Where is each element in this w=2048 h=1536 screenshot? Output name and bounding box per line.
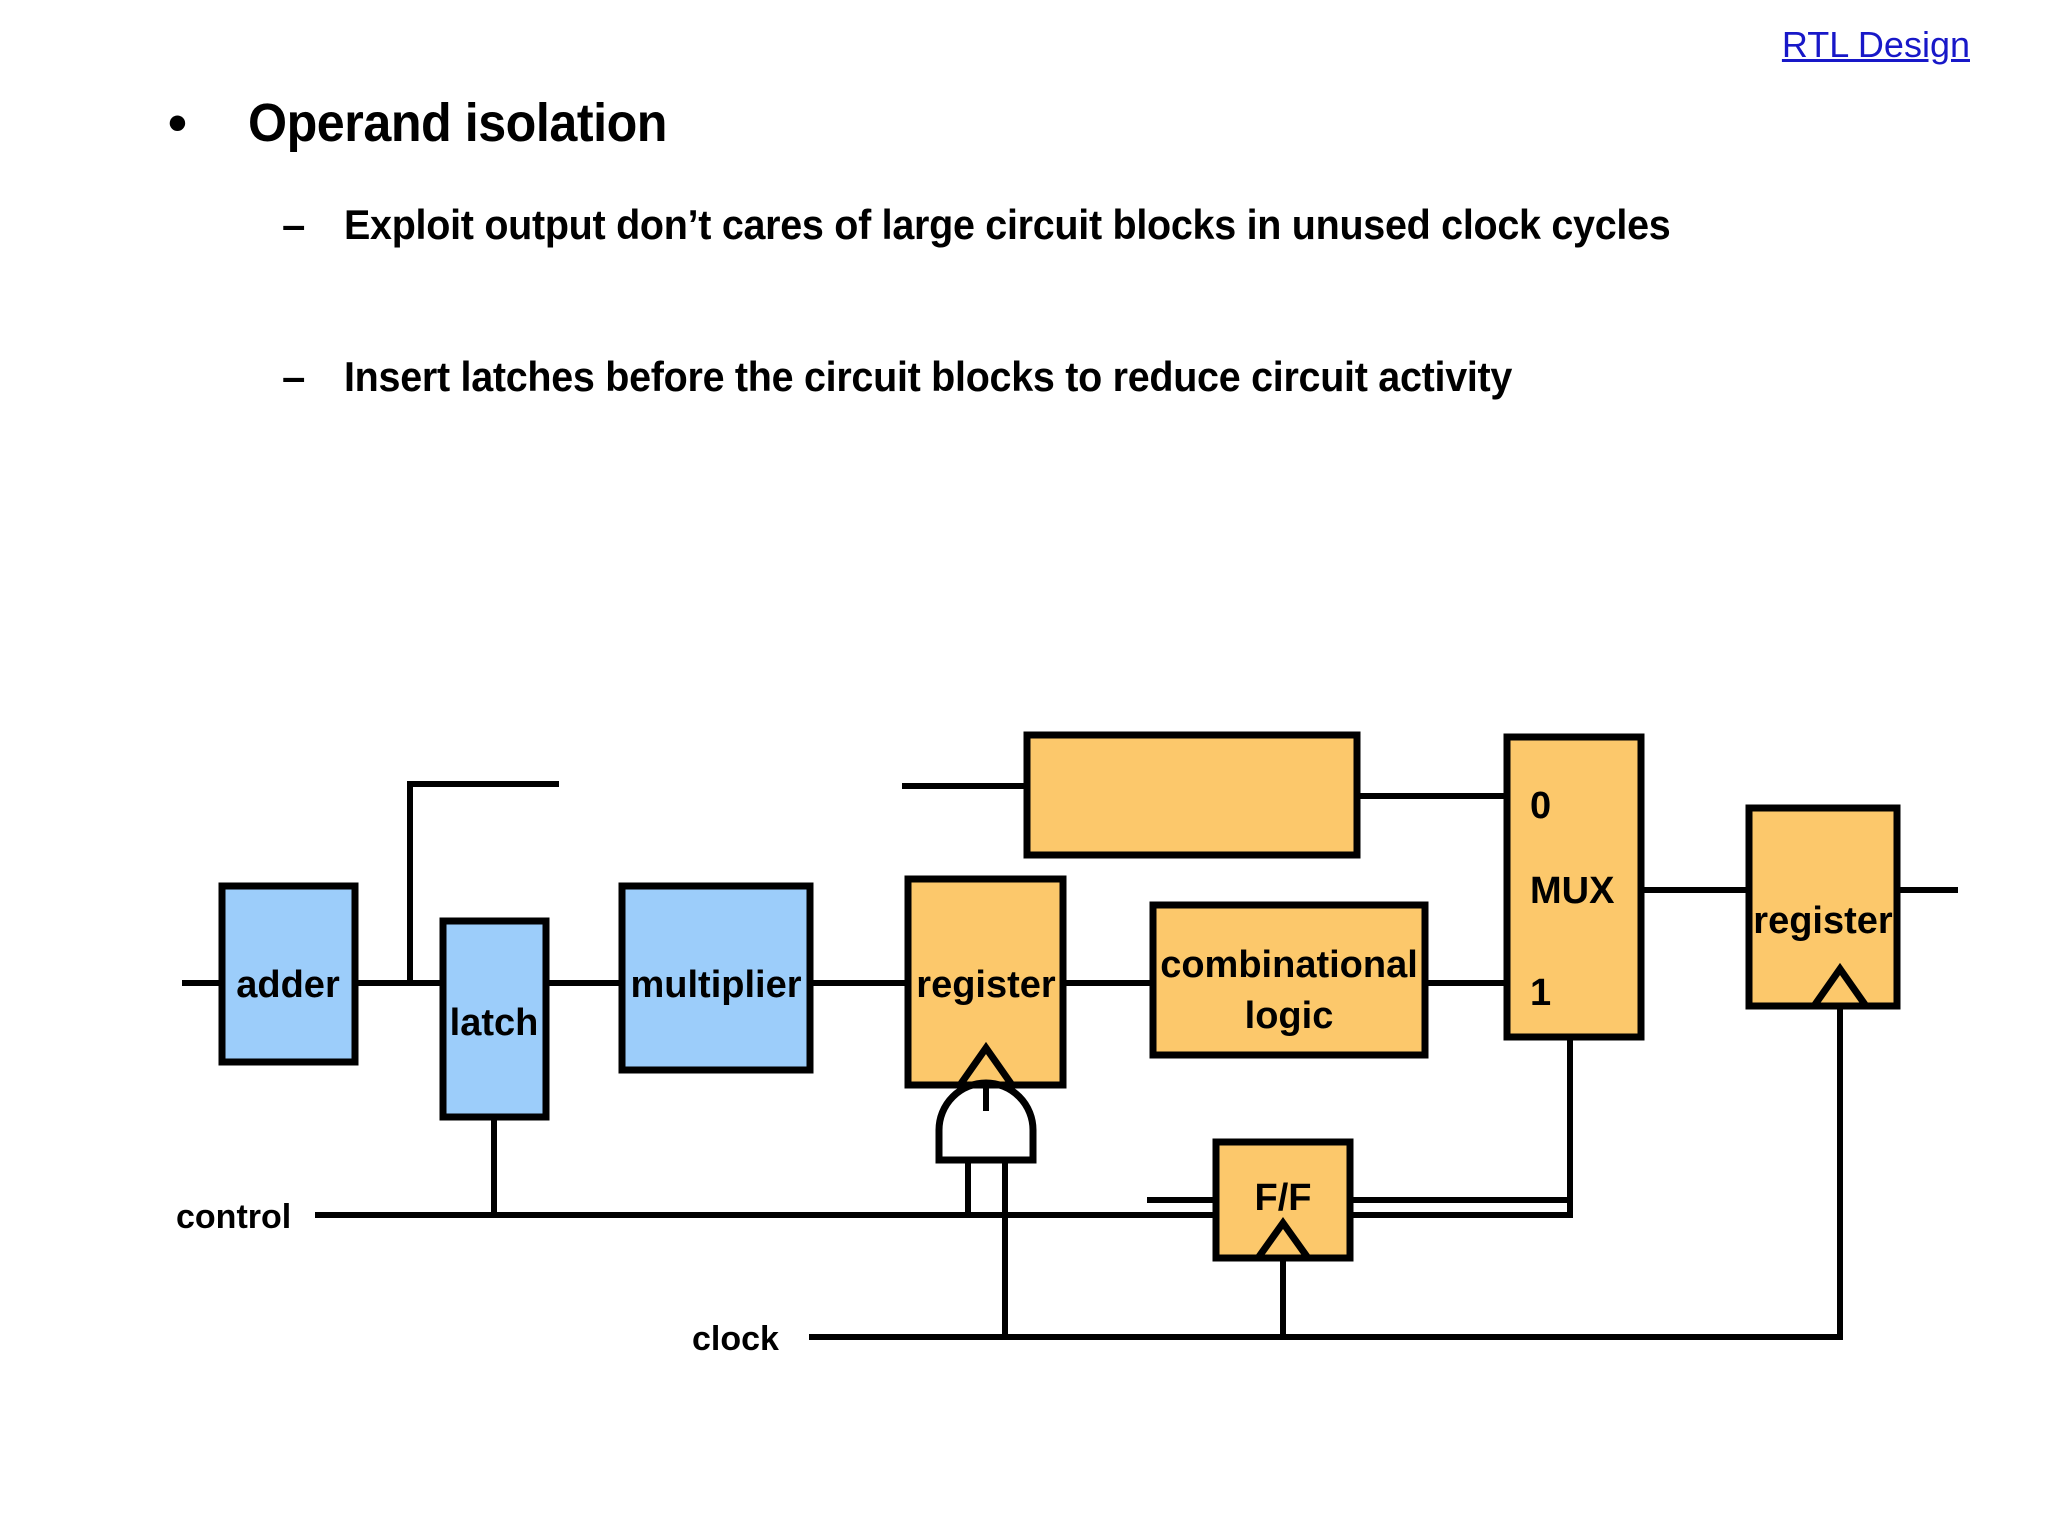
- dash-marker: –: [282, 353, 306, 400]
- dash-marker: –: [282, 201, 306, 248]
- clock-signal-label: clock: [692, 1320, 779, 1358]
- control-signal-label: control: [176, 1198, 291, 1236]
- clock-triangle-icon: [1255, 1216, 1311, 1261]
- multiplier-label: multiplier: [630, 964, 801, 1006]
- bullet-marker: •: [168, 93, 187, 153]
- register-1-block[interactable]: register: [904, 875, 1067, 1089]
- mux-block[interactable]: 0 MUX 1: [1503, 733, 1645, 1041]
- adder-block[interactable]: adder: [218, 882, 359, 1066]
- comb-logic-label-line2: logic: [1245, 995, 1334, 1037]
- flipflop-block[interactable]: F/F: [1212, 1138, 1354, 1262]
- mux-input-1-label: 1: [1530, 972, 1551, 1014]
- sub-bullet-2-text: Insert latches before the circuit blocks…: [344, 353, 1513, 400]
- register-2-block[interactable]: register: [1745, 804, 1901, 1010]
- and-gate-icon: [935, 1079, 1037, 1164]
- sub-bullet-2: – Insert latches before the circuit bloc…: [282, 350, 1902, 404]
- register-1-label: register: [916, 964, 1056, 1006]
- latch-block[interactable]: latch: [439, 917, 550, 1121]
- clock-triangle-icon: [1811, 962, 1869, 1009]
- top-unlabeled-block[interactable]: [1023, 731, 1361, 859]
- adder-label: adder: [236, 964, 340, 1006]
- page-title: Operand isolation: [248, 93, 668, 153]
- rtl-design-header-link[interactable]: RTL Design: [1781, 24, 1970, 65]
- register-2-label: register: [1753, 900, 1893, 942]
- mux-label: MUX: [1530, 870, 1615, 912]
- multiplier-block[interactable]: multiplier: [618, 882, 814, 1074]
- sub-bullet-1: – Exploit output don’t cares of large ci…: [282, 198, 1902, 252]
- wire-group: [182, 781, 1958, 1340]
- combinational-logic-block[interactable]: combinational logic: [1149, 901, 1429, 1059]
- bullet-level-1: • Operand isolation: [168, 96, 1868, 150]
- mux-input-0-label: 0: [1530, 785, 1551, 827]
- clock-triangle-icon: [957, 1041, 1015, 1088]
- latch-label: latch: [450, 1002, 539, 1044]
- wire-adder-branch-up: [407, 781, 559, 986]
- comb-logic-label-line1: combinational: [1160, 944, 1418, 986]
- flipflop-label: F/F: [1255, 1177, 1312, 1219]
- sub-bullet-1-text: Exploit output don’t cares of large circ…: [344, 201, 1671, 248]
